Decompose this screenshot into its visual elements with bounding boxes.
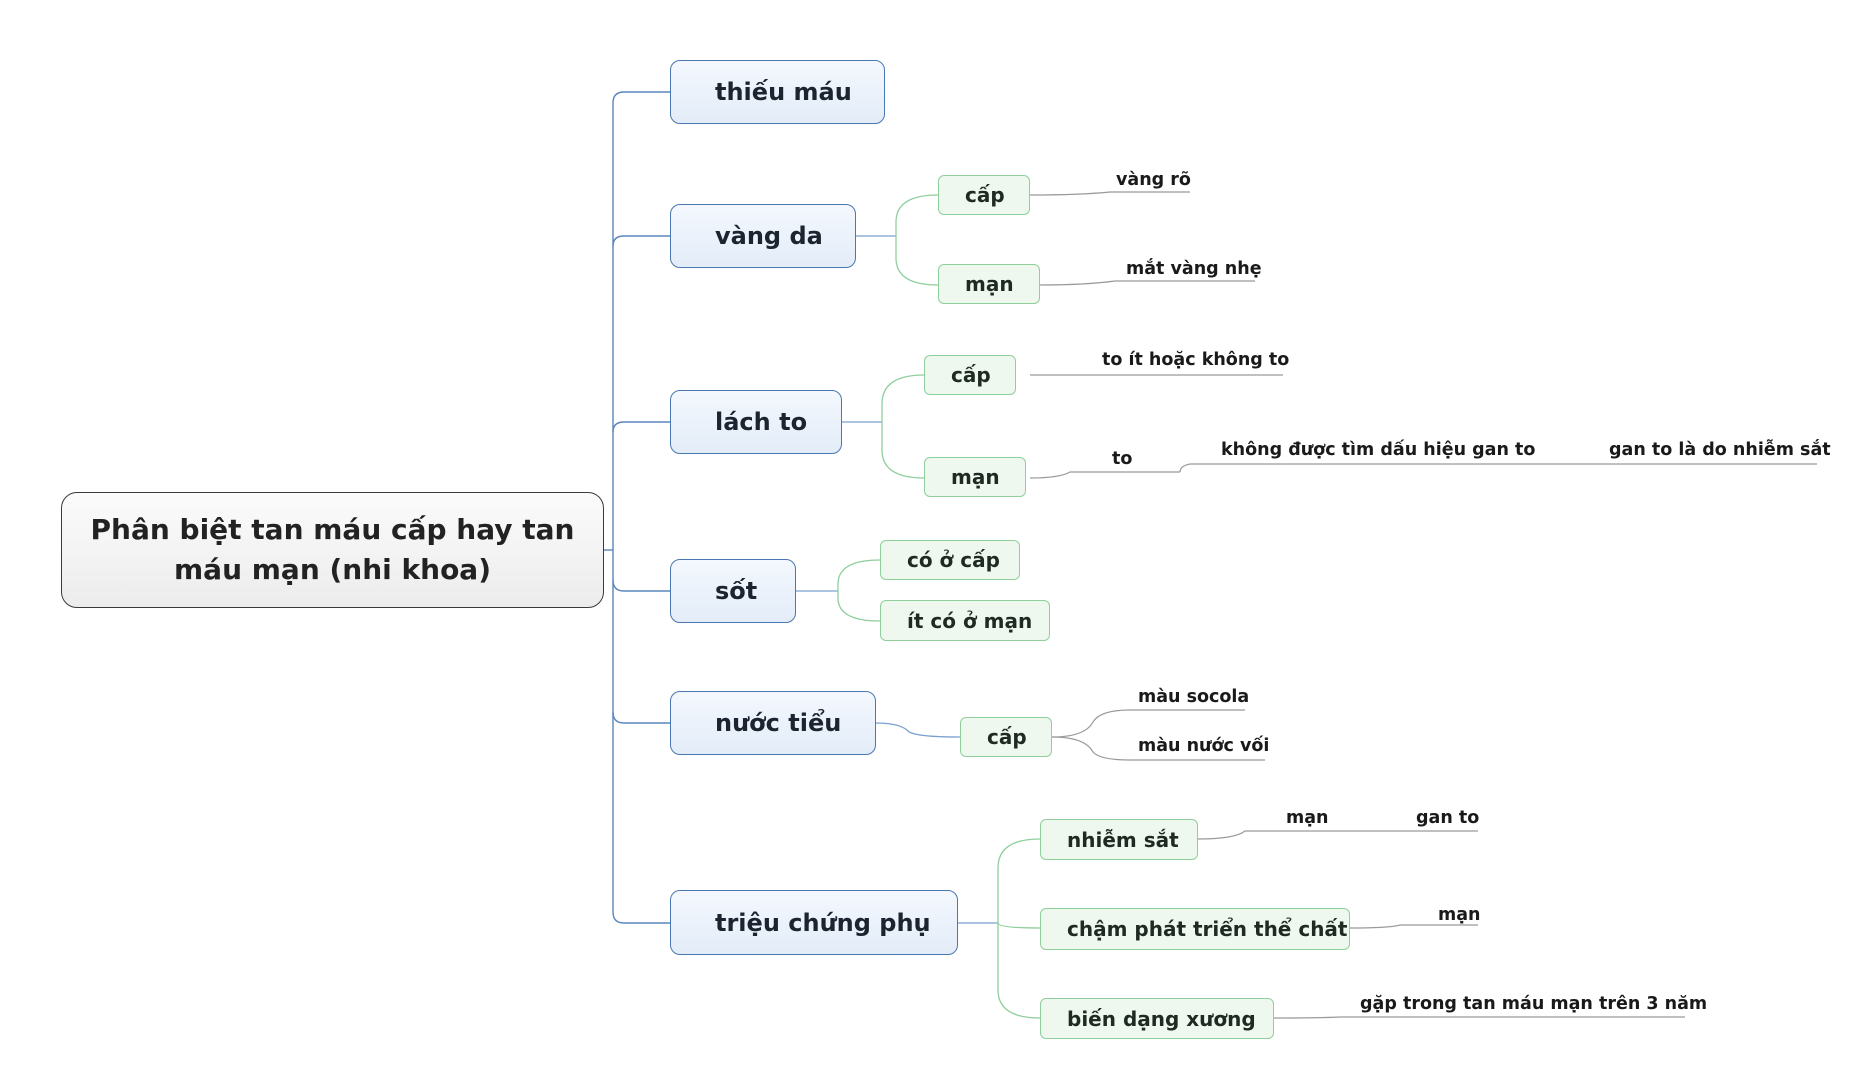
topic-nuoc-tieu-label: nước tiểu — [715, 709, 842, 737]
subtopic-it-co-o-man[interactable]: ít có ở mạn — [880, 600, 1050, 641]
subtopic-lach-to-man-label: mạn — [951, 465, 1000, 489]
subtopic-cham-phat-trien-the-chat-label: chậm phát triển thể chất — [1067, 917, 1348, 941]
topic-trieu-chung-phu[interactable]: triệu chứng phụ — [670, 890, 958, 955]
subtopic-vang-da-man[interactable]: mạn — [938, 264, 1040, 304]
leaf-mau-socola[interactable]: màu socola — [1138, 687, 1250, 707]
subtopic-vang-da-man-label: mạn — [965, 272, 1014, 296]
connector-trunk — [612, 91, 625, 924]
connector-nuoc-tieu — [612, 711, 670, 724]
topic-thieu-mau-label: thiếu máu — [715, 78, 852, 106]
subtopic-nhiem-sat[interactable]: nhiễm sắt — [1040, 819, 1198, 860]
connector-lach-to-cap — [881, 374, 925, 422]
leaf-cham-phat-trien-man[interactable]: mạn — [1438, 905, 1481, 925]
connector-lach-to-man — [881, 422, 925, 479]
leaf-gan-to-do-nhiem-sat[interactable]: gan to là do nhiễm sắt — [1609, 440, 1831, 460]
connector-nhiem-sat — [997, 838, 1041, 923]
connector-sot — [612, 579, 670, 592]
subtopic-vang-da-cap[interactable]: cấp — [938, 175, 1030, 215]
leaf-gan-to[interactable]: gan to — [1416, 808, 1480, 828]
topic-lach-to-label: lách to — [715, 408, 808, 436]
connector-bien-dang-xuong — [997, 923, 1041, 1019]
root-topic[interactable]: Phân biệt tan máu cấp hay tan máu mạn (n… — [61, 492, 604, 608]
connector-vang-da — [612, 235, 670, 247]
subtopic-nhiem-sat-label: nhiễm sắt — [1067, 827, 1179, 852]
subtopic-nuoc-tieu-cap[interactable]: cấp — [960, 717, 1052, 757]
connector-sot-2 — [837, 591, 881, 622]
subtopic-it-co-o-man-label: ít có ở mạn — [907, 608, 1033, 633]
subtopic-vang-da-cap-label: cấp — [965, 183, 1005, 207]
topic-vang-da-label: vàng da — [715, 222, 823, 250]
topic-lach-to[interactable]: lách to — [670, 390, 842, 454]
leaf-mat-vang-nhe[interactable]: mắt vàng nhẹ — [1126, 259, 1262, 279]
leaf-to-it-hoac-khong-to[interactable]: to ít hoặc không to — [1102, 350, 1290, 370]
subtopic-lach-to-man[interactable]: mạn — [924, 457, 1026, 497]
subtopic-bien-dang-xuong[interactable]: biến dạng xương — [1040, 998, 1274, 1039]
topic-trieu-chung-phu-label: triệu chứng phụ — [715, 908, 931, 937]
connector-lach-to — [612, 421, 670, 433]
leaf-gap-trong-tan-mau-man[interactable]: gặp trong tan máu mạn trên 3 năm — [1360, 994, 1708, 1014]
topic-thieu-mau[interactable]: thiếu máu — [670, 60, 885, 124]
topic-vang-da[interactable]: vàng da — [670, 204, 856, 268]
root-topic-label: Phân biệt tan máu cấp hay tan máu mạn (n… — [90, 513, 575, 586]
leaf-nhiem-sat-man[interactable]: mạn — [1286, 808, 1329, 828]
leaf-to[interactable]: to — [1112, 449, 1133, 469]
topic-sot[interactable]: sốt — [670, 559, 796, 623]
subtopic-lach-to-cap-label: cấp — [951, 363, 991, 387]
topic-sot-label: sốt — [715, 577, 758, 605]
connector-sot-1 — [837, 559, 881, 591]
connector-vang-da-man — [895, 236, 939, 286]
topic-nuoc-tieu[interactable]: nước tiểu — [670, 691, 876, 755]
subtopic-cham-phat-trien-the-chat[interactable]: chậm phát triển thể chất — [1040, 908, 1350, 950]
subtopic-bien-dang-xuong-label: biến dạng xương — [1067, 1006, 1256, 1031]
subtopic-co-o-cap-label: có ở cấp — [907, 548, 1000, 572]
subtopic-lach-to-cap[interactable]: cấp — [924, 355, 1016, 395]
leaf-mau-nuoc-voi[interactable]: màu nước vối — [1138, 736, 1270, 756]
connector-vang-da-cap — [895, 194, 939, 236]
connector-cham-phat-trien — [997, 922, 1041, 929]
leaf-khong-tim-dau-hieu-gan-to[interactable]: không được tìm dấu hiệu gan to — [1221, 440, 1536, 460]
subtopic-co-o-cap[interactable]: có ở cấp — [880, 540, 1020, 580]
leaf-vang-ro[interactable]: vàng rõ — [1116, 170, 1191, 190]
subtopic-nuoc-tieu-cap-label: cấp — [987, 725, 1027, 749]
